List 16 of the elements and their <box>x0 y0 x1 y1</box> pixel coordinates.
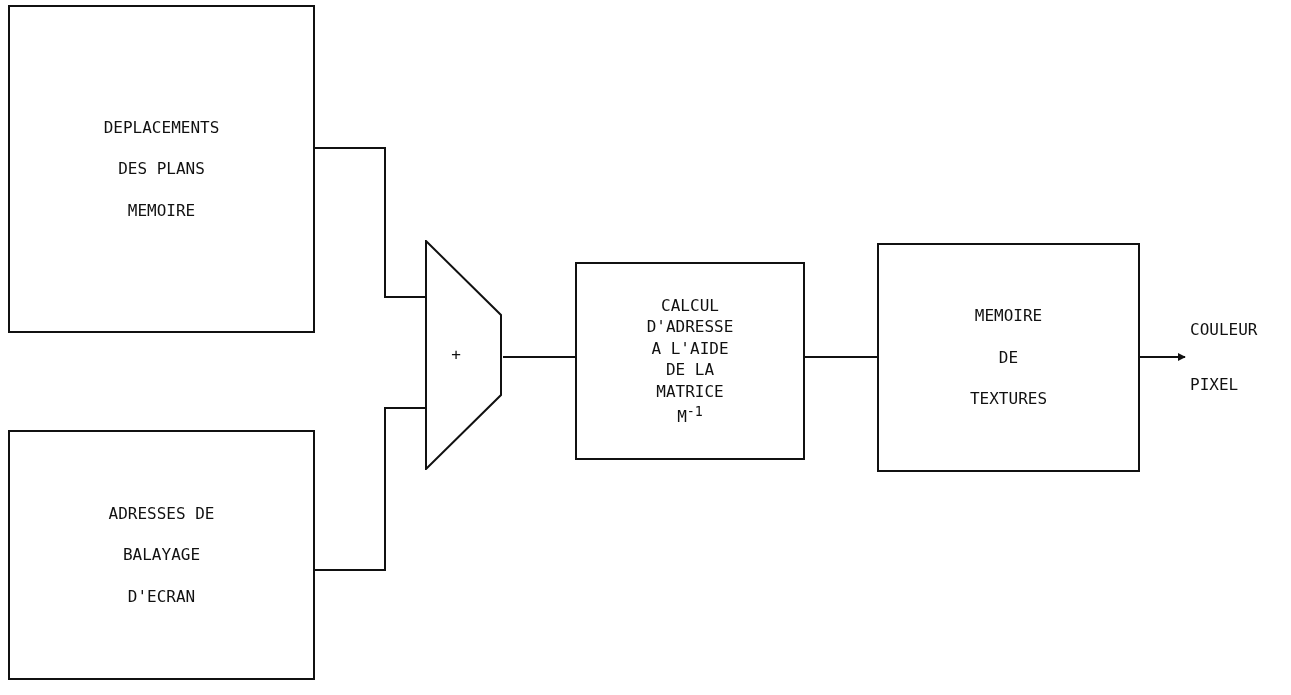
process-box <box>575 262 805 460</box>
process-box <box>877 243 1140 472</box>
process-box <box>8 5 315 333</box>
connector-line <box>804 356 878 358</box>
process-box <box>8 430 315 680</box>
box-label: CALCUL D'ADRESSE A L'AIDE DE LA MATRICE M$^{-1}$ <box>645 294 735 428</box>
connector-line <box>502 356 576 358</box>
box-label: DEPLACEMENTS DES PLANS MEMOIRE <box>102 116 221 222</box>
connector-line <box>314 407 426 571</box>
edge-label: COULEUR PIXEL <box>1190 319 1259 396</box>
operator-symbol: + <box>450 345 462 365</box>
box-label: MEMOIRE DE TEXTURES <box>968 305 1049 411</box>
connector-line <box>314 147 426 298</box>
adder-trapezoid <box>425 240 503 470</box>
box-label: ADRESSES DE BALAYAGE D'ECRAN <box>107 502 216 608</box>
arrow <box>1139 353 1186 361</box>
